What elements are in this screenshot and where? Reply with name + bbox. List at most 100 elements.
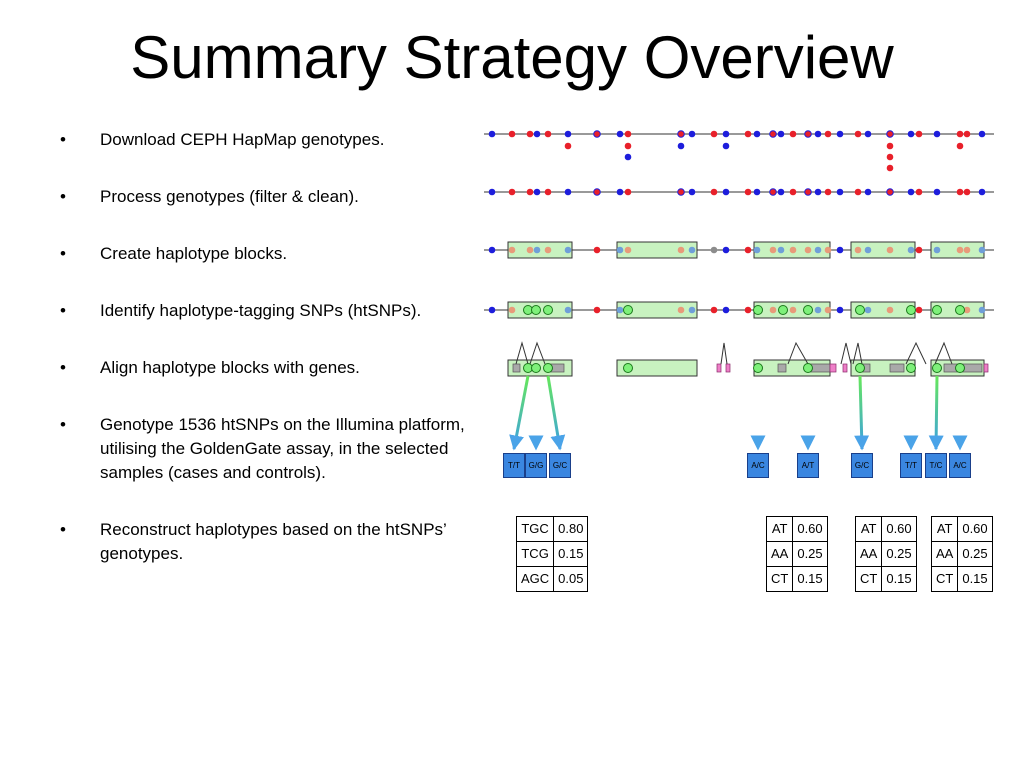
htsnp-marker <box>932 363 942 373</box>
gene-segment <box>777 363 787 373</box>
snp-dot <box>624 130 632 138</box>
htsnp-marker <box>623 305 633 315</box>
bullet-reconstruct: •Reconstruct haplotypes based on the htS… <box>60 520 447 563</box>
snp-dot <box>533 130 541 138</box>
snp-dot <box>544 130 552 138</box>
bullet-dot: • <box>60 358 66 377</box>
snp-dot <box>624 246 632 254</box>
snp-dot <box>544 246 552 254</box>
snp-dot <box>526 188 534 196</box>
genotype-box: T/T <box>900 453 922 478</box>
htsnp-marker <box>855 363 865 373</box>
snp-dot <box>836 130 844 138</box>
snp-dot <box>956 130 964 138</box>
snp-dot <box>544 188 552 196</box>
snp-dot <box>753 130 761 138</box>
htsnp-marker <box>955 305 965 315</box>
snp-dot <box>854 130 862 138</box>
snp-dot <box>616 188 624 196</box>
snp-dot <box>978 188 986 196</box>
snp-dot <box>907 130 915 138</box>
snp-dot <box>677 246 685 254</box>
snp-dot <box>907 246 915 254</box>
bullet-blocks: •Create haplotype blocks. <box>60 242 490 266</box>
snp-dot <box>526 246 534 254</box>
snp-dot <box>824 130 832 138</box>
htsnp-marker <box>623 363 633 373</box>
flow-arrow <box>509 375 530 451</box>
snp-dot <box>533 246 541 254</box>
snp-dot <box>688 188 696 196</box>
snp-dot <box>753 246 761 254</box>
flow-arrow <box>546 375 566 451</box>
flow-arrow <box>928 375 944 451</box>
intron-connector <box>840 342 852 365</box>
snp-dot <box>836 246 844 254</box>
snp-dot <box>804 246 812 254</box>
intron-connector <box>852 342 863 365</box>
snp-dot <box>956 246 964 254</box>
snp-dot <box>789 188 797 196</box>
genotype-box: G/C <box>549 453 571 478</box>
snp-dot <box>508 246 516 254</box>
bullet-genotype: •Genotype 1536 htSNPs on the Illumina pl… <box>60 415 465 482</box>
htsnp-marker <box>803 305 813 315</box>
htsnp-marker <box>906 363 916 373</box>
snp-dot <box>814 246 822 254</box>
bullet-align: •Align haplotype blocks with genes. <box>60 356 490 380</box>
flow-arrow <box>854 375 870 451</box>
snp-dot <box>564 188 572 196</box>
snp-dot <box>963 306 971 314</box>
snp-dot <box>769 306 777 314</box>
genotype-box: G/C <box>851 453 873 478</box>
snp-dot <box>814 130 822 138</box>
snp-dot <box>769 130 777 138</box>
bullet-dot: • <box>60 244 66 263</box>
snp-dot <box>488 188 496 196</box>
snp-dot <box>978 306 986 314</box>
snp-dot <box>824 306 832 314</box>
snp-dot <box>508 306 516 314</box>
snp-dot <box>564 306 572 314</box>
bullet-dot: • <box>60 520 66 539</box>
snp-dot <box>488 130 496 138</box>
snp-dot <box>710 246 718 254</box>
genotype-box: T/T <box>503 453 525 478</box>
bullet-dot: • <box>60 187 66 206</box>
genotype-box: A/C <box>949 453 971 478</box>
snp-dot <box>722 130 730 138</box>
snp-dot <box>886 142 894 150</box>
snp-dot <box>963 188 971 196</box>
snp-dot <box>769 188 777 196</box>
snp-dot <box>864 306 872 314</box>
snp-dot <box>886 246 894 254</box>
snp-dot <box>915 188 923 196</box>
snp-dot <box>956 142 964 150</box>
bullet-dot: • <box>60 415 66 434</box>
gene-segment <box>829 363 837 373</box>
strategy-diagram <box>484 130 994 451</box>
snp-dot <box>677 130 685 138</box>
snp-dot <box>593 306 601 314</box>
snp-dot <box>593 246 601 254</box>
snp-dot <box>933 188 941 196</box>
snp-dot <box>688 306 696 314</box>
snp-dot <box>886 164 894 172</box>
gene-segment <box>842 363 848 373</box>
bullet-htsnps: •Identify haplotype-tagging SNPs (htSNPs… <box>60 299 490 323</box>
htsnp-marker <box>906 305 916 315</box>
snp-dot <box>488 306 496 314</box>
snp-dot <box>710 306 718 314</box>
gene-segment <box>716 363 722 373</box>
snp-dot <box>864 130 872 138</box>
htsnp-marker <box>955 363 965 373</box>
snp-dot <box>789 130 797 138</box>
snp-dot <box>593 188 601 196</box>
intron-connector <box>934 341 953 365</box>
